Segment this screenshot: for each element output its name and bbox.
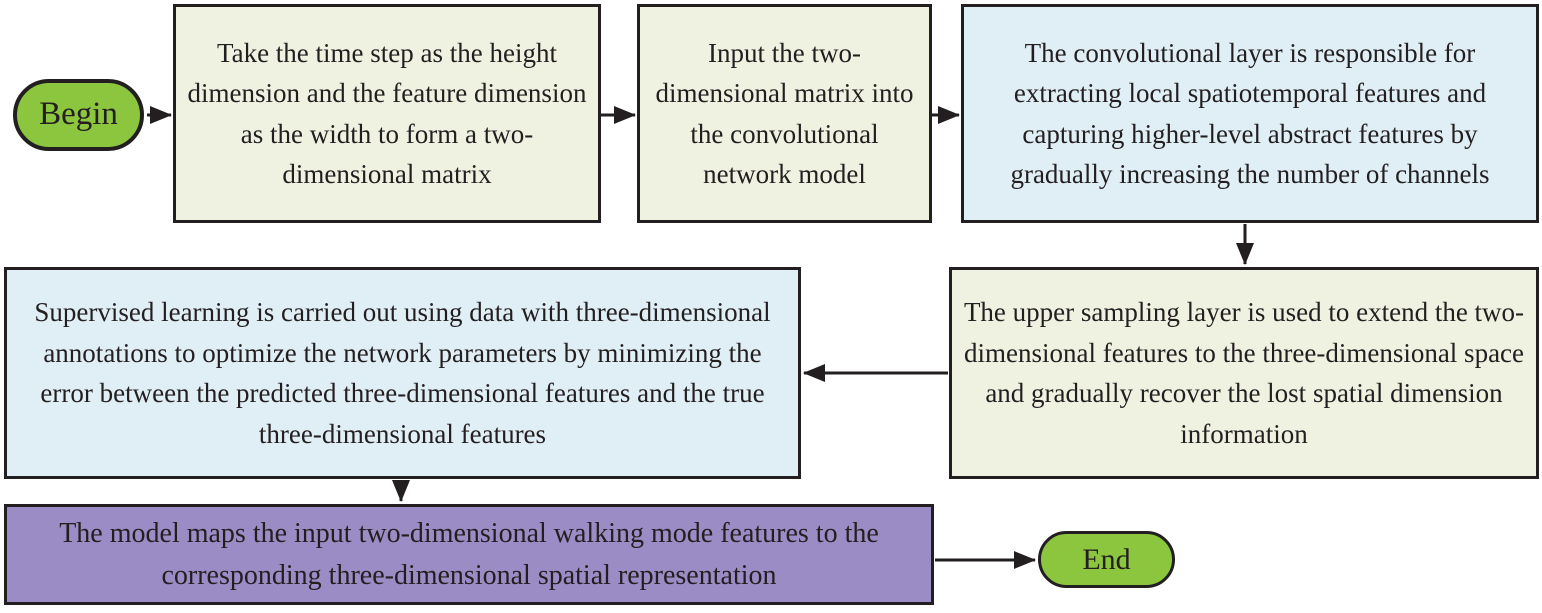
node-step2-process: Input the two-dimensional matrix into th… (637, 4, 932, 223)
node-step1-process: Take the time step as the height dimensi… (173, 4, 601, 223)
node-step6-label: The model maps the input two-dimensional… (59, 517, 879, 591)
node-step3-process: The convolutional layer is responsible f… (961, 4, 1539, 223)
node-step5-process: Supervised learning is carried out using… (4, 267, 801, 479)
node-end-label: End (1082, 543, 1131, 576)
node-step6-process: The model maps the input two-dimensional… (4, 504, 934, 605)
node-step5-label: Supervised learning is carried out using… (34, 297, 771, 449)
node-step2-label: Input the two-dimensional matrix into th… (655, 37, 914, 190)
node-step3-label: The convolutional layer is responsible f… (1010, 37, 1490, 190)
node-step1-label: Take the time step as the height dimensi… (187, 37, 587, 190)
node-step4-label: The upper sampling layer is used to exte… (963, 297, 1525, 449)
node-end-terminator: End (1038, 531, 1175, 588)
node-step4-process: The upper sampling layer is used to exte… (949, 267, 1539, 479)
node-begin-terminator: Begin (13, 79, 144, 151)
node-begin-label: Begin (39, 96, 118, 133)
